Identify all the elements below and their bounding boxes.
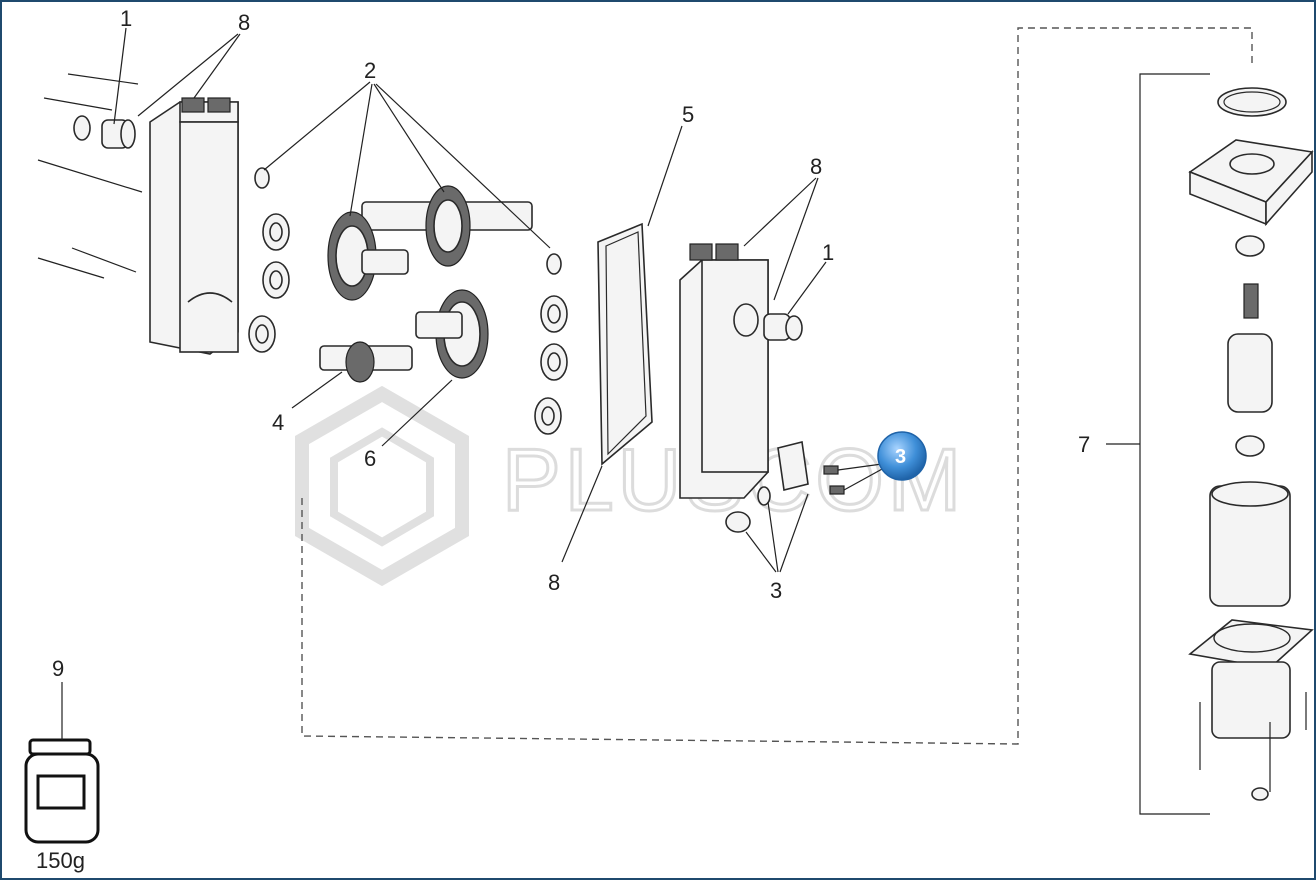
grease-weight-label: 150g — [36, 848, 85, 873]
callout-8: 8 — [548, 570, 560, 595]
callout-4: 4 — [272, 410, 284, 435]
leader-lines — [113, 27, 885, 573]
callout-3: 3 — [770, 578, 782, 603]
bearings-left — [248, 167, 290, 353]
bearings-right — [534, 295, 568, 435]
gear-shafts — [327, 185, 562, 301]
assembly-boundary — [301, 27, 1253, 745]
gear-4 — [319, 341, 413, 383]
end-cap-housing — [149, 97, 239, 355]
gear-6 — [415, 289, 489, 379]
bushing-left — [73, 115, 136, 149]
bracket-7 — [1106, 73, 1210, 815]
callout-2: 2 — [364, 58, 376, 83]
motor-assembly-7 — [1188, 87, 1314, 801]
watermark-hex-icon — [295, 385, 469, 587]
callout-8: 8 — [810, 154, 822, 179]
callout-7: 7 — [1078, 432, 1090, 457]
gearbox-housing — [679, 243, 845, 533]
highlight-badge[interactable]: 3 — [877, 431, 927, 481]
screws-left — [37, 73, 143, 279]
gasket-5 — [597, 222, 653, 466]
callout-5: 5 — [682, 102, 694, 127]
callout-6: 6 — [364, 446, 376, 471]
badge-number: 3 — [895, 446, 906, 468]
callout-1: 1 — [120, 6, 132, 31]
callout-9: 9 — [52, 656, 64, 681]
badge-circle-icon[interactable] — [877, 431, 927, 481]
grease-jar-icon — [24, 682, 100, 844]
callout-labels: 1 8 2 5 8 1 4 6 8 3 7 9 — [52, 6, 1090, 681]
callout-1: 1 — [822, 240, 834, 265]
callout-8: 8 — [238, 10, 250, 35]
